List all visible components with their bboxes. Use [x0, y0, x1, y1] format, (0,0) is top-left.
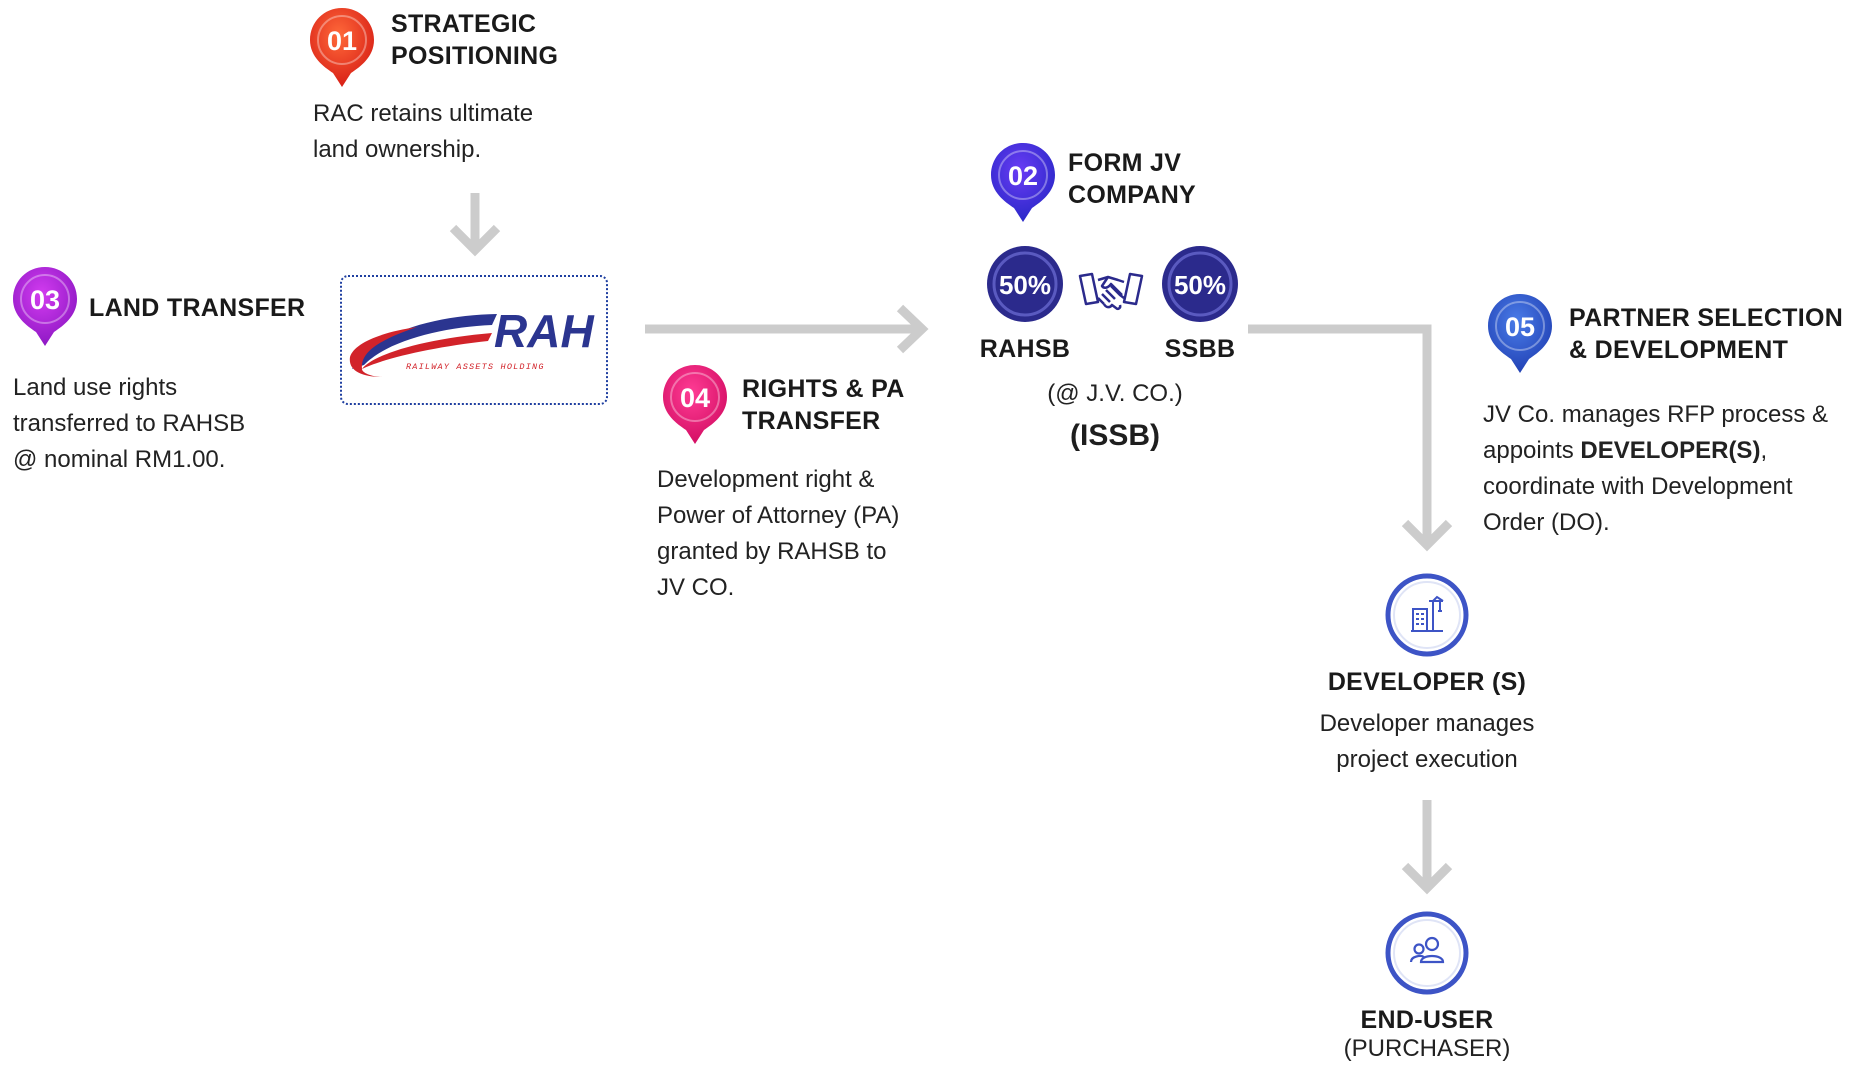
step-04-desc-line4: JV CO. [657, 574, 735, 601]
jv-partner-ssbb: SSBB [1164, 335, 1236, 363]
rahsb-share-circle: 50% [987, 246, 1063, 322]
end-user-subtitle: (PURCHASER) [1343, 1035, 1511, 1062]
arrow-jv-to-developer [1248, 324, 1432, 540]
pin-badge-03: 03 [13, 267, 77, 346]
jv-company-name: (ISSB) [1070, 419, 1160, 452]
end-user-title: END-USER [1360, 1006, 1494, 1034]
step-03-description: Land use rights transferred to RAHSB @ n… [13, 370, 245, 478]
rah-logo: RAH RAILWAY ASSETS HOLDING [349, 305, 594, 377]
developer-desc-line1: Developer manages [1319, 710, 1535, 737]
step-01-description: RAC retains ultimate land ownership. [313, 96, 533, 168]
users-icon [1385, 911, 1469, 995]
step-02-title: FORM JV COMPANY [1068, 147, 1196, 211]
step-03-desc-line2: transferred to RAHSB [13, 410, 246, 437]
step-03-desc-line1: Land use rights [13, 374, 178, 401]
step-04-desc-line1: Development right & [657, 466, 875, 493]
construction-building-icon [1385, 573, 1469, 657]
step-04-title-line2: TRANSFER [742, 407, 881, 435]
step-04-description: Development right & Power of Attorney (P… [657, 462, 899, 606]
svg-text:02: 02 [1008, 161, 1038, 191]
developer-emphasis: DEVELOPER(S) [1580, 437, 1761, 464]
svg-text:01: 01 [327, 26, 357, 56]
svg-text:03: 03 [30, 285, 60, 315]
step-05-desc-line1: JV Co. manages RFP process & [1483, 401, 1829, 428]
developer-description: Developer manages project execution [1257, 706, 1597, 778]
step-01-desc-line2: land ownership. [313, 136, 482, 163]
ssbb-share-circle: 50% [1162, 246, 1238, 322]
pin-badge-04: 04 [663, 365, 727, 444]
step-03-desc-line3: @ nominal RM1.00. [13, 446, 226, 473]
step-05-desc-line2: appoints DEVELOPER(S), [1483, 437, 1768, 464]
step-02-title-line2: COMPANY [1068, 181, 1197, 209]
rah-logo-box: RAH RAILWAY ASSETS HOLDING [340, 275, 608, 405]
step-01-title-line2: POSITIONING [391, 42, 559, 70]
step-03-title: LAND TRANSFER [89, 294, 306, 322]
step-02-title-line1: FORM JV [1068, 149, 1182, 177]
step-05-title-line1: PARTNER SELECTION [1569, 304, 1844, 332]
handshake-icon [1078, 272, 1144, 311]
step-05-description: JV Co. manages RFP process & appoints DE… [1483, 397, 1828, 541]
step-01-desc-line1: RAC retains ultimate [313, 100, 534, 127]
step-05-desc-line3: coordinate with Development [1483, 473, 1793, 500]
developer-title: DEVELOPER (S) [1327, 668, 1527, 696]
jv-partner-rahsb: RAHSB [979, 335, 1071, 363]
step-05-title: PARTNER SELECTION & DEVELOPMENT [1569, 302, 1843, 366]
developer-desc-line2: project execution [1336, 746, 1518, 773]
step-01-title-line1: STRATEGIC [391, 10, 537, 38]
step-04-desc-line2: Power of Attorney (PA) [657, 502, 900, 529]
step-05-desc-line4: Order (DO). [1483, 509, 1610, 536]
pin-badge-05: 05 [1488, 294, 1552, 373]
svg-text:RAH: RAH [494, 305, 594, 357]
step-04-desc-line3: granted by RAHSB to [657, 538, 887, 565]
jv-company-subtitle: (@ J.V. CO.) [1047, 380, 1183, 407]
svg-text:05: 05 [1505, 312, 1535, 342]
svg-text:RAILWAY ASSETS HOLDING: RAILWAY ASSETS HOLDING [406, 362, 545, 372]
svg-text:50%: 50% [1174, 270, 1226, 300]
pin-badge-01: 01 [310, 8, 374, 87]
step-04-title-line1: RIGHTS & PA [742, 375, 905, 403]
pin-badge-02: 02 [991, 143, 1055, 222]
step-04-title: RIGHTS & PA TRANSFER [742, 373, 905, 437]
step-05-title-line2: & DEVELOPMENT [1569, 336, 1789, 364]
svg-text:04: 04 [680, 383, 710, 413]
svg-text:50%: 50% [999, 270, 1051, 300]
step-01-title: STRATEGIC POSITIONING [391, 8, 558, 72]
